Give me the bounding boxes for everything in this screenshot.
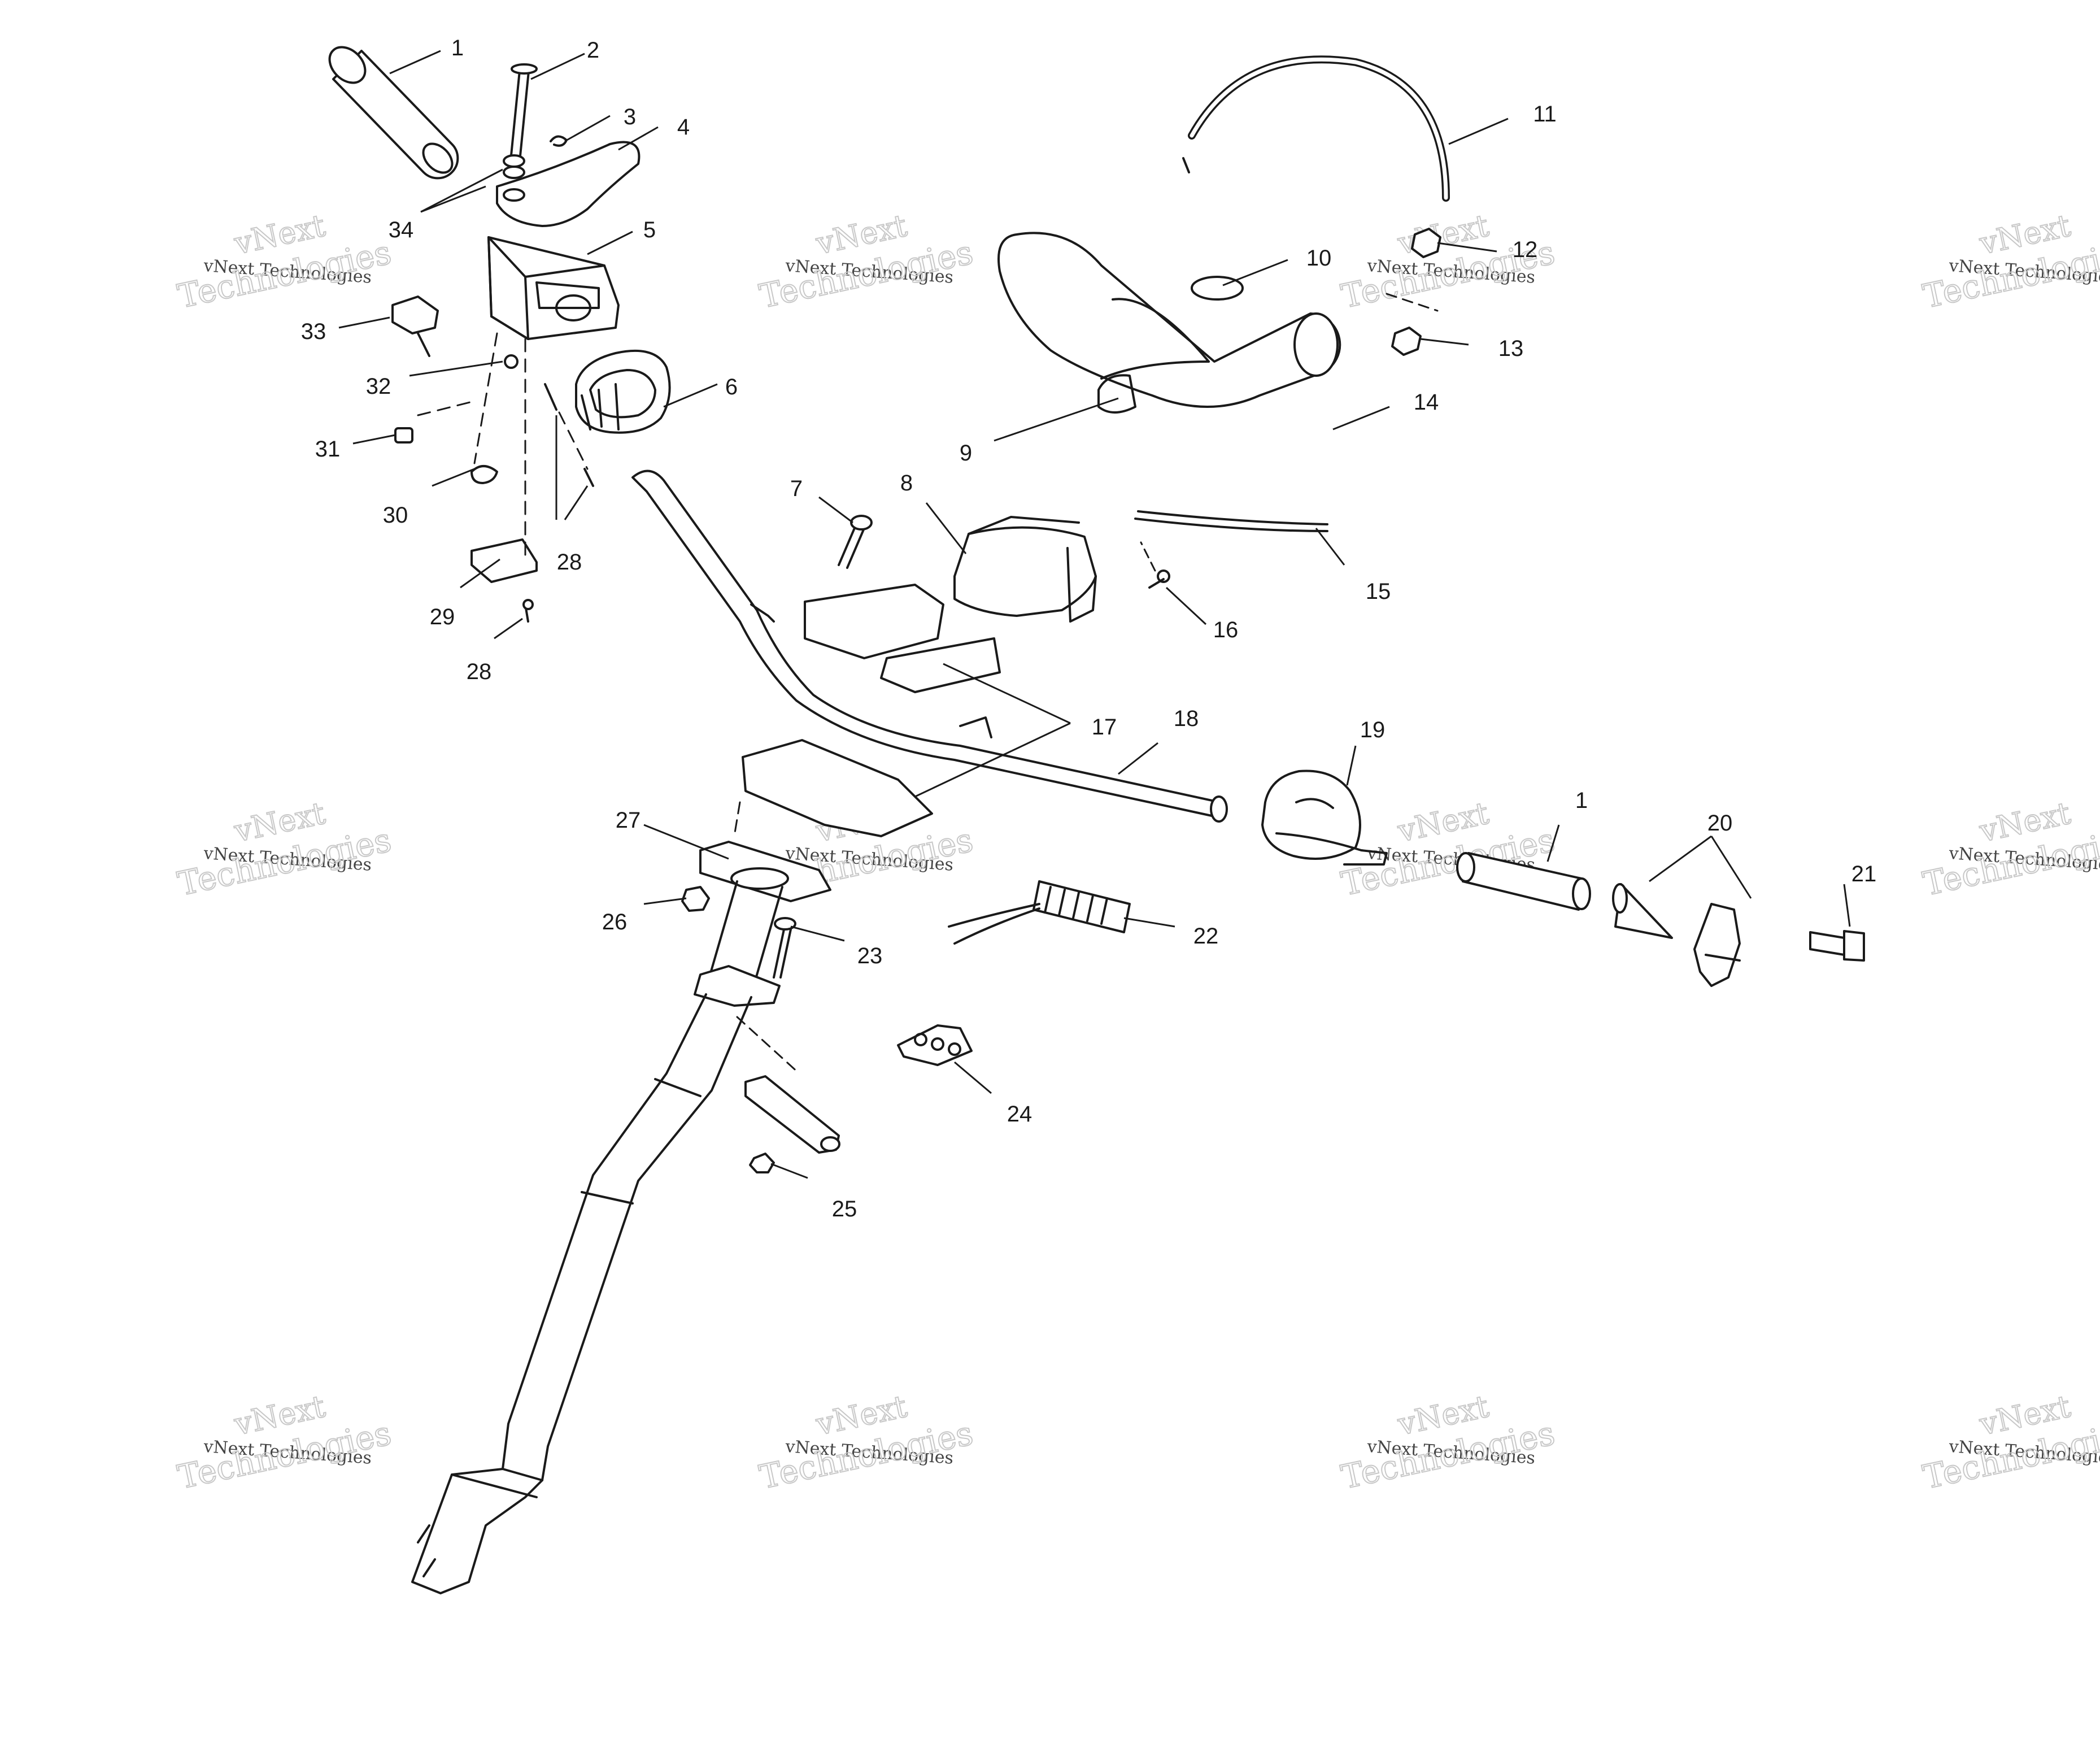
callout-18: 18 [1174, 706, 1199, 731]
bolt-21 [1809, 930, 1865, 962]
callout-32: 32 [366, 374, 391, 399]
callout-5: 5 [643, 218, 656, 242]
screws-28 [522, 383, 594, 623]
e-clip [470, 465, 498, 484]
handlebar-pad [997, 232, 1341, 414]
pin-and-nut [736, 1016, 840, 1173]
screw-23 [773, 917, 796, 979]
callout-23: 23 [857, 944, 883, 968]
clip [550, 135, 568, 147]
nut-12 [1411, 228, 1441, 258]
throttle-lever [496, 141, 641, 227]
strap [1134, 510, 1328, 532]
bolt-7 [838, 515, 873, 569]
callout-30: 30 [383, 503, 408, 528]
callout-22: 22 [1193, 924, 1219, 949]
callout-25: 25 [832, 1197, 857, 1221]
grip-right [1456, 852, 1591, 911]
nut-31 [394, 427, 413, 444]
callout-8: 8 [900, 471, 913, 495]
callout-29: 29 [430, 605, 455, 629]
nut-13 [1391, 327, 1422, 356]
throttle-housing [487, 236, 620, 340]
kill-switch [391, 295, 439, 357]
callout-1-right: 1 [1575, 788, 1588, 813]
grip-left [328, 46, 459, 180]
callout-33: 33 [301, 319, 326, 344]
callout-26: 26 [602, 910, 628, 934]
brake-control-housing [1261, 769, 1388, 866]
washers [503, 154, 525, 179]
callout-24: 24 [1007, 1102, 1032, 1127]
callout-11: 11 [1533, 102, 1557, 127]
callout-2: 2 [587, 38, 599, 63]
detent-ball [504, 354, 519, 369]
callout-27: 27 [616, 808, 641, 833]
nut-26 [681, 886, 710, 912]
callout-28-upper: 28 [557, 550, 582, 575]
callout-17: 17 [1092, 715, 1117, 740]
callout-10: 10 [1306, 246, 1332, 271]
callout-13: 13 [1498, 336, 1524, 361]
callout-28-lower: 28 [467, 659, 492, 684]
leader-lines [338, 50, 1851, 1179]
handlebar [631, 469, 1228, 823]
callout-4: 4 [677, 115, 690, 140]
pivot-pin [510, 63, 538, 157]
callout-1: 1 [451, 36, 464, 60]
callout-20: 20 [1707, 811, 1733, 836]
callout-31: 31 [315, 437, 341, 462]
callout-21: 21 [1851, 862, 1877, 886]
assembly-lines-left [417, 332, 589, 560]
switch-housing [575, 349, 671, 434]
cover-plate [470, 538, 538, 583]
bar-end-weights [1612, 883, 1741, 987]
screw-16 [1140, 541, 1170, 589]
callout-labels: 1 2 3 4 5 6 7 8 9 10 11 12 13 14 15 16 1… [301, 36, 1877, 1221]
callout-15: 15 [1366, 579, 1391, 604]
heated-grip-element [948, 880, 1131, 945]
mounting-bracket [897, 1024, 973, 1066]
steering-post [411, 841, 831, 1594]
handlebar-clamps [733, 584, 1001, 837]
callout-34: 34 [389, 218, 414, 242]
callout-12: 12 [1513, 237, 1538, 262]
cable [1182, 55, 1450, 202]
callout-9: 9 [960, 441, 972, 466]
handlebar-shroud [953, 516, 1097, 623]
callout-14: 14 [1414, 390, 1439, 415]
callout-7: 7 [790, 476, 803, 501]
callout-6: 6 [725, 375, 738, 399]
callout-16: 16 [1213, 618, 1239, 642]
callout-3: 3 [624, 105, 636, 129]
callout-19: 19 [1360, 718, 1386, 742]
